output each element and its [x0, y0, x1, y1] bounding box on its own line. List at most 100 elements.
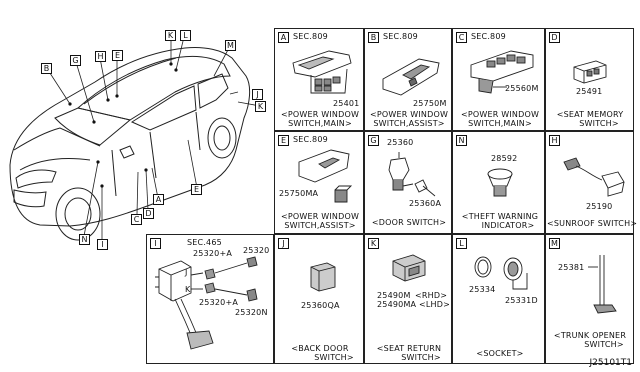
callout-b: B	[41, 63, 52, 74]
panel-b-power-window-assist: B SEC.809 25750M <POWER WINDOW SWITCH,AS…	[364, 28, 452, 131]
panel-d-part-number: 25491	[576, 87, 603, 96]
panel-j-back-door-switch: J 25360QA <BACK DOOR SWITCH>	[274, 234, 364, 364]
theft-indicator-icon	[487, 168, 513, 197]
panel-i-part-number-2: 25320	[243, 246, 270, 255]
panel-m-caption-line1: <TRUNK OPENER	[553, 331, 627, 340]
callout-n: N	[79, 234, 90, 245]
panel-a-tag: A	[278, 32, 289, 43]
panel-n-caption-line1: <THEFT WARNING	[461, 212, 539, 221]
vehicle-overview: B G H E K L M J K C D A E N I	[0, 0, 272, 262]
sunroof-switch-icon	[563, 157, 625, 197]
panel-b-caption-line2: SWITCH,ASSIST>	[373, 119, 445, 128]
diagram-id: J25101T1	[589, 358, 632, 368]
panel-a-caption-line1: <POWER WINDOW	[280, 110, 360, 119]
panel-c-caption-line2: SWITCH,MAIN>	[468, 119, 532, 128]
socket-icon	[474, 256, 528, 290]
panel-g-tag: G	[368, 135, 379, 146]
panel-j-caption-line1: <BACK DOOR	[291, 344, 349, 353]
panel-k-caption-line2: SWITCH>	[401, 353, 441, 362]
panel-m-caption-line2: SWITCH>	[584, 340, 624, 349]
panel-e-caption-line1: <POWER WINDOW	[280, 212, 360, 221]
back-door-switch-icon	[310, 262, 336, 292]
panel-i-part-number-4: 25320N	[235, 308, 268, 317]
vehicle-drawing	[9, 36, 261, 241]
panel-i-tag: I	[150, 238, 161, 249]
callout-k-right: K	[255, 101, 266, 112]
panel-i-part-number-1: 25320+A	[193, 249, 233, 258]
panel-k-part-number-2: 25490MA	[377, 300, 417, 309]
panel-n-theft-warning: N 28592 <THEFT WARNING INDICATOR>	[452, 131, 545, 234]
window-switch-assist-icon	[382, 58, 440, 96]
panel-k-caption-line1: <SEAT RETURN	[376, 344, 442, 353]
callout-j: J	[252, 89, 263, 100]
panel-h-caption: <SUNROOF SWITCH>	[547, 219, 638, 228]
panel-h-tag: H	[549, 135, 560, 146]
window-switch-assist-e-icon	[298, 149, 353, 203]
panel-e-caption-line2: SWITCH,ASSIST>	[284, 221, 356, 230]
panel-i-stop-lamp-switch: I SEC.465 25320+A 25320 J	[146, 234, 274, 364]
panel-g-caption: <DOOR SWITCH>	[371, 218, 447, 227]
panel-g-door-switch: G 25360 25360A <DOOR SWITCH>	[364, 131, 452, 234]
callout-g: G	[70, 55, 81, 66]
callout-l: L	[180, 30, 191, 41]
panel-b-tag: B	[368, 32, 379, 43]
panel-n-tag: N	[456, 135, 467, 146]
panel-k-part-note-1: <RHD>	[415, 291, 448, 300]
panel-k-part-number-1: 25490M	[377, 291, 411, 300]
panel-b-part-number: 25750M	[413, 99, 447, 108]
panel-l-tag: L	[456, 238, 467, 249]
panel-b-caption-line1: <POWER WINDOW	[369, 110, 449, 119]
panel-c-power-window-main: C SEC.809 25560M <POWER WINDOW SWITCH,MA…	[452, 28, 545, 131]
panel-g-part-number-1: 25360	[387, 138, 414, 147]
callout-a: A	[153, 194, 164, 205]
window-switch-icon	[292, 50, 352, 94]
panel-g-part-number-2: 25360A	[409, 199, 442, 208]
panel-c-tag: C	[456, 32, 467, 43]
panel-l-socket: L 25334 25331D <SOCKET>	[452, 234, 545, 364]
panel-m-part-number: 25381	[558, 263, 585, 272]
panel-j-tag: J	[278, 238, 289, 249]
callout-c: C	[131, 214, 142, 225]
panel-e-tag: E	[278, 135, 289, 146]
trunk-opener-icon	[588, 255, 617, 314]
panel-d-seat-memory: D 25491 <SEAT MEMORY SWITCH>	[545, 28, 634, 131]
panel-a-power-window-main: A SEC.809 25401 <POWER WINDOW SWITCH,MAI…	[274, 28, 364, 131]
panel-n-caption-line2: INDICATOR>	[481, 221, 535, 230]
panel-k-seat-return-switch: K 25490M <RHD> 25490MA <LHD> <SEAT RETUR…	[364, 234, 452, 364]
panel-l-caption: <SOCKET>	[476, 349, 524, 358]
panel-c-sec: SEC.809	[471, 32, 506, 41]
panel-n-part-number: 28592	[491, 154, 518, 163]
panel-e-part-number: 25750MA	[279, 189, 319, 198]
panel-j-part-number: 25360QA	[301, 301, 340, 310]
window-switch-main-icon	[470, 50, 534, 94]
panel-i-part-number-3: 25320+A	[199, 298, 239, 307]
callout-d: D	[143, 208, 154, 219]
seat-return-switch-icon	[392, 254, 426, 282]
brake-pedal-icon	[155, 256, 258, 350]
panel-l-part-number-2: 25331D	[505, 296, 538, 305]
callout-h: H	[95, 51, 106, 62]
panel-a-sec: SEC.809	[293, 32, 328, 41]
panel-d-caption-line2: SWITCH>	[579, 119, 619, 128]
panel-d-caption-line1: <SEAT MEMORY	[556, 110, 624, 119]
panel-i-label-j: J	[185, 268, 188, 277]
callout-k-top: K	[165, 30, 176, 41]
callout-m: M	[225, 40, 236, 51]
door-switch-icon	[388, 152, 436, 197]
panel-k-tag: K	[368, 238, 379, 249]
panel-d-tag: D	[549, 32, 560, 43]
panel-k-part-note-2: <LHD>	[419, 300, 451, 309]
panel-a-caption-line2: SWITCH,MAIN>	[288, 119, 352, 128]
panel-e-power-window-assist: E SEC.809 25750MA <POWER WINDOW SWITCH,A…	[274, 131, 364, 234]
panel-a-part-number: 25401	[333, 99, 360, 108]
panel-j-caption-line2: SWITCH>	[314, 353, 354, 362]
panel-m-trunk-opener: M 25381 <TRUNK OPENER SWITCH>	[545, 234, 634, 364]
panel-l-part-number-1: 25334	[469, 285, 496, 294]
seat-memory-switch-icon	[573, 60, 607, 84]
panel-h-sunroof-switch: H 25190 <SUNROOF SWITCH>	[545, 131, 638, 234]
callout-i: I	[97, 239, 108, 250]
callout-e-bottom: E	[191, 184, 202, 195]
panel-b-sec: SEC.809	[383, 32, 418, 41]
panel-i-label-k: K	[185, 285, 191, 294]
